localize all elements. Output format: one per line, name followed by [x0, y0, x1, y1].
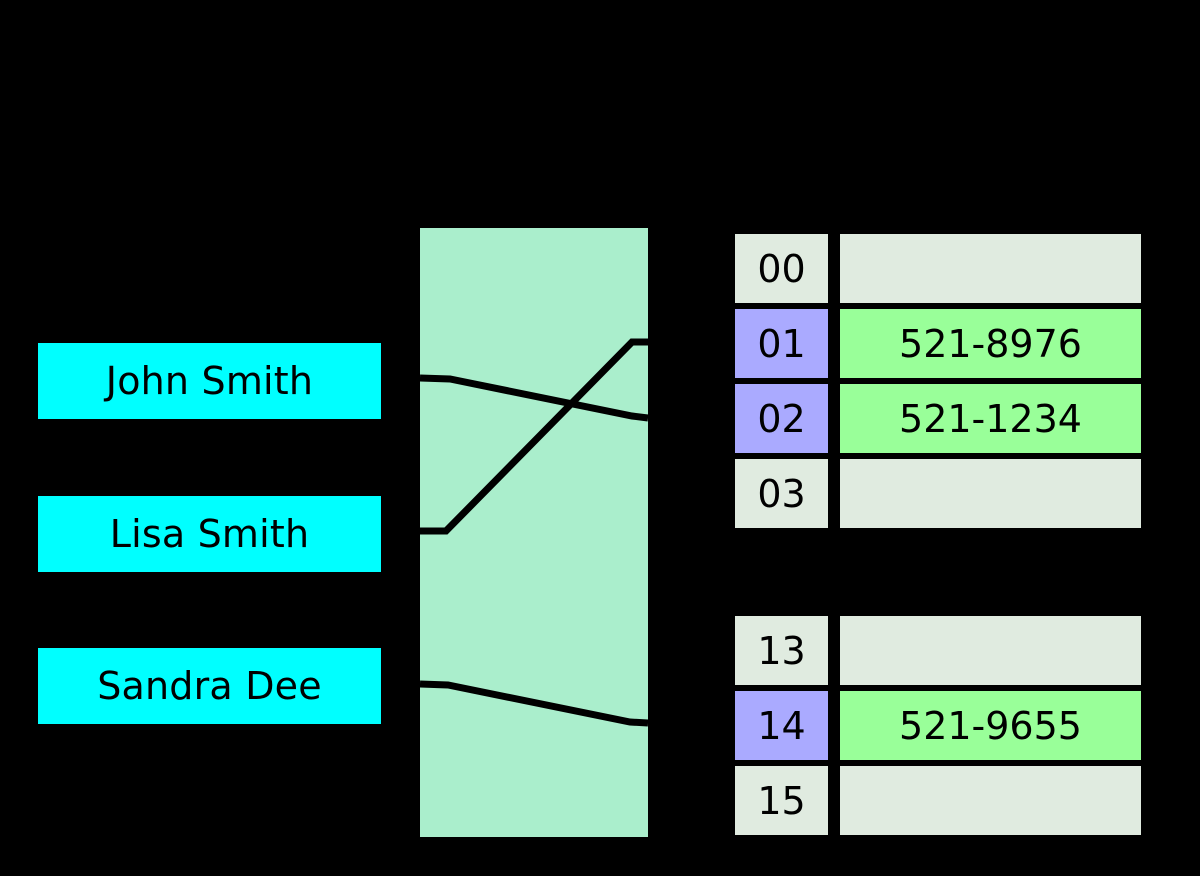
bucket-value-cell[interactable]: [840, 234, 1141, 303]
bucket-value-label: 521-9655: [899, 703, 1082, 748]
bucket-value-label: 521-8976: [899, 321, 1082, 366]
bucket-index-label: 03: [757, 471, 806, 516]
bucket-index-cell[interactable]: 14: [735, 691, 828, 760]
bucket-value-cell[interactable]: 521-9655: [840, 691, 1141, 760]
key-label: John Smith: [105, 359, 314, 403]
bucket-table-upper: 00 01 521-8976 02 521-1234 03: [735, 231, 1141, 531]
bucket-index-label: 00: [757, 246, 806, 291]
key-box-lisa-smith[interactable]: Lisa Smith: [38, 496, 381, 572]
bucket-index-cell[interactable]: 15: [735, 766, 828, 835]
key-box-john-smith[interactable]: John Smith: [38, 343, 381, 419]
bucket-index-label: 15: [757, 778, 806, 823]
bucket-index-label: 01: [757, 321, 806, 366]
bucket-index-label: 14: [757, 703, 806, 748]
bucket-value-cell[interactable]: [840, 459, 1141, 528]
table-row[interactable]: 13: [735, 613, 1141, 688]
bucket-table-lower: 13 14 521-9655 15: [735, 613, 1141, 838]
bucket-index-cell[interactable]: 00: [735, 234, 828, 303]
hash-function-box: [420, 228, 648, 837]
bucket-index-cell[interactable]: 13: [735, 616, 828, 685]
table-row[interactable]: 01 521-8976: [735, 306, 1141, 381]
bucket-value-cell[interactable]: 521-1234: [840, 384, 1141, 453]
table-row[interactable]: 00: [735, 231, 1141, 306]
table-row[interactable]: 14 521-9655: [735, 688, 1141, 763]
bucket-value-cell[interactable]: 521-8976: [840, 309, 1141, 378]
bucket-index-label: 02: [757, 396, 806, 441]
bucket-value-cell[interactable]: [840, 766, 1141, 835]
table-row[interactable]: 03: [735, 456, 1141, 531]
table-row[interactable]: 15: [735, 763, 1141, 838]
table-row[interactable]: 02 521-1234: [735, 381, 1141, 456]
key-label: Sandra Dee: [97, 664, 322, 708]
bucket-index-cell[interactable]: 02: [735, 384, 828, 453]
bucket-value-label: 521-1234: [899, 396, 1082, 441]
bucket-index-cell[interactable]: 03: [735, 459, 828, 528]
bucket-index-label: 13: [757, 628, 806, 673]
key-box-sandra-dee[interactable]: Sandra Dee: [38, 648, 381, 724]
bucket-value-cell[interactable]: [840, 616, 1141, 685]
bucket-index-cell[interactable]: 01: [735, 309, 828, 378]
key-label: Lisa Smith: [109, 512, 310, 556]
